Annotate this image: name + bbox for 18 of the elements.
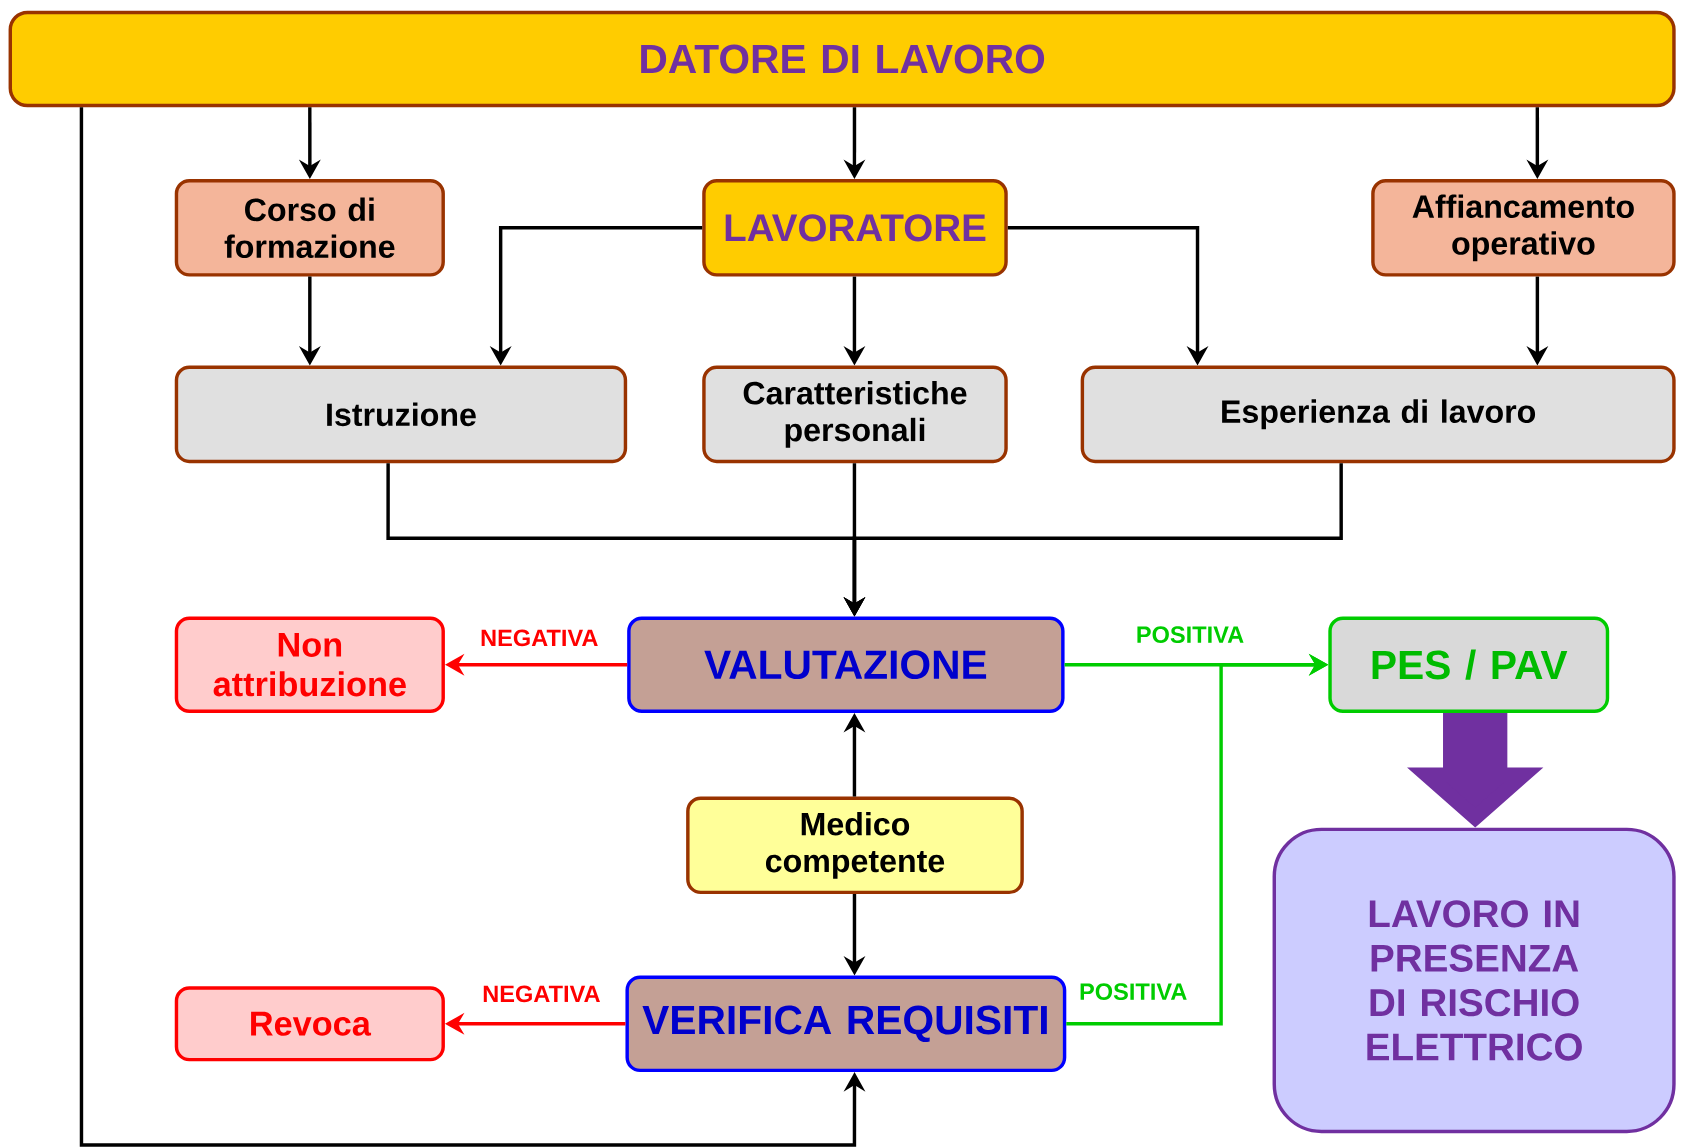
process-box: Caratteristiche personali [702, 365, 1008, 464]
outcome-box: Non attribuzione [174, 616, 445, 713]
result-box: PES / PAV [1328, 616, 1610, 713]
result-box: LAVORO IN PRESENZA DI RISCHIO ELETTRICO [1272, 827, 1676, 1134]
decision-box: VALUTAZIONE [627, 616, 1065, 713]
header-banner: DATORE DI LAVORO [8, 10, 1676, 108]
process-box: Esperienza di lavoro [1080, 365, 1676, 464]
decision-box: VERIFICA REQUISITI [625, 975, 1067, 1073]
process-box: Corso di formazione [174, 179, 445, 277]
process-box: Affiancamento operativo [1371, 179, 1676, 277]
process-box: Medico competente [686, 796, 1024, 895]
edge-label: NEGATIVA [477, 627, 601, 649]
edge-label: POSITIVA [1133, 624, 1247, 646]
edge-label: NEGATIVA [480, 983, 603, 1005]
process-box: Istruzione [174, 365, 628, 464]
edge-label: POSITIVA [1076, 981, 1190, 1003]
process-box: LAVORATORE [702, 179, 1008, 277]
outcome-box: Revoca [174, 986, 445, 1062]
